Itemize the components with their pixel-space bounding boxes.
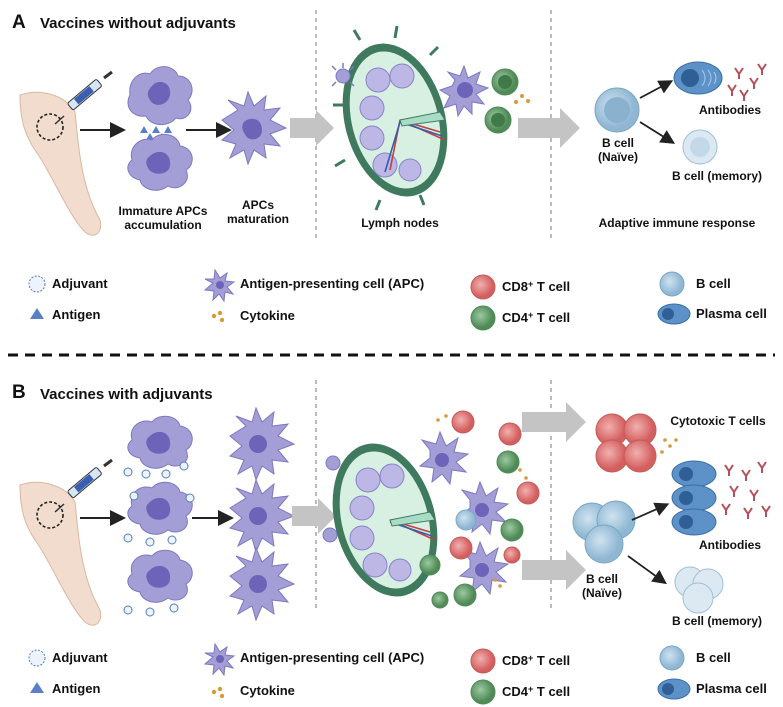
cytokine-dots-b xyxy=(436,414,528,588)
b-cells-memory-b xyxy=(674,566,724,614)
immature-apc-cell xyxy=(127,133,193,191)
b-cell-legend-icon xyxy=(659,271,685,297)
adjuvant-particles-b xyxy=(123,461,195,617)
mature-apc-cell xyxy=(228,546,296,622)
gray-arrow-b2 xyxy=(522,402,586,442)
cytokine-dots-a xyxy=(514,94,530,104)
antigen-icon xyxy=(30,682,44,693)
legend-cd8: CD8+ T cell xyxy=(502,279,571,294)
arrow-b4 xyxy=(627,555,667,585)
cd4-legend-icon xyxy=(470,305,496,331)
adjuvant-icon xyxy=(28,275,46,293)
legend-b-cell: B cell xyxy=(696,650,731,665)
legend-adjuvant: Adjuvant xyxy=(52,650,108,665)
label-antibodies-b: Antibodies xyxy=(699,538,761,552)
cytokine-icon xyxy=(211,686,225,699)
lymph-node-a xyxy=(333,25,448,211)
lymph-node-b xyxy=(332,443,438,597)
gray-arrow-a2 xyxy=(518,108,580,148)
legend-cytokine: Cytokine xyxy=(240,683,295,698)
b-cell-legend-icon xyxy=(659,645,685,671)
label-b-cell-naive-a: B cell(Naïve) xyxy=(597,136,638,164)
panel-b-letter: B xyxy=(12,382,26,403)
plasma-cell-legend-icon xyxy=(657,678,691,700)
apc-legend-icon xyxy=(203,268,236,303)
legend-cd8: CD8+ T cell xyxy=(502,653,571,668)
apc-at-node-a xyxy=(438,64,490,118)
adjuvant-icon xyxy=(28,649,46,667)
arrow-b3 xyxy=(631,502,670,521)
apc-small xyxy=(331,63,355,87)
mature-apc-cell xyxy=(220,90,288,166)
apc-cluster-b xyxy=(418,430,510,596)
label-b-cell-memory-b: B cell (memory) xyxy=(671,614,763,628)
legend-apc: Antigen-presenting cell (APC) xyxy=(240,276,425,291)
plasma-cell-legend-icon xyxy=(657,303,691,325)
mature-apc-cell xyxy=(228,406,296,482)
panel-a-letter: A xyxy=(12,12,26,33)
label-antibodies-a: Antibodies xyxy=(699,103,761,117)
legend-adjuvant: Adjuvant xyxy=(52,276,108,291)
legend-antigen: Antigen xyxy=(52,681,101,696)
gray-arrow-b1 xyxy=(292,498,336,534)
b-cells-naive-b xyxy=(572,500,636,564)
mature-apc-cell xyxy=(228,478,296,554)
label-adaptive-response: Adaptive immune response xyxy=(598,216,756,230)
label-cytotoxic-t: Cytotoxic T cells xyxy=(670,414,766,428)
cd8-legend-icon xyxy=(470,274,496,300)
label-b-cell-memory-a: B cell (memory) xyxy=(671,169,763,183)
apc-small xyxy=(322,455,341,543)
cd4-nucleus xyxy=(498,75,512,89)
legend-cytokine: Cytokine xyxy=(240,308,295,323)
apc-legend-icon xyxy=(203,642,236,677)
panel-a-title: Vaccines without adjuvants xyxy=(40,15,236,32)
gray-arrow-a1 xyxy=(290,110,334,146)
cytokine-dots-b2 xyxy=(660,438,678,454)
cytotoxic-t-cluster xyxy=(595,413,657,473)
antigen-icon xyxy=(30,308,44,319)
legend-plasma-cell: Plasma cell xyxy=(696,681,767,696)
arrow-a4 xyxy=(639,121,676,144)
cytokine-icon xyxy=(211,310,225,323)
arrow-a3 xyxy=(639,80,674,99)
legend-plasma-cell: Plasma cell xyxy=(696,306,767,321)
legend-cd4: CD4+ T cell xyxy=(502,684,571,699)
plasma-cells-b xyxy=(671,460,717,536)
label-b-cell-naive-b: B cell(Naïve) xyxy=(581,572,622,600)
legend-antigen: Antigen xyxy=(52,307,101,322)
immature-apc-cell xyxy=(127,549,193,603)
antibodies-a xyxy=(727,63,767,101)
b-cell-nucleus xyxy=(690,137,710,157)
b-cell-nucleus xyxy=(604,97,630,123)
plasma-cell-a xyxy=(673,61,723,95)
syringe-icon xyxy=(54,70,113,125)
immature-apc-cell xyxy=(127,66,193,125)
cd4-nucleus xyxy=(491,113,505,127)
cd8-legend-icon xyxy=(470,648,496,674)
antibodies-b xyxy=(721,461,771,519)
t-cells-b xyxy=(419,410,540,609)
panel-b-title: Vaccines with adjuvants xyxy=(40,386,213,403)
arm-illustration-b xyxy=(19,481,102,626)
syringe-icon xyxy=(54,458,113,513)
cd4-legend-icon xyxy=(470,679,496,705)
arm-illustration-a xyxy=(19,91,102,236)
label-lymph-nodes: Lymph nodes xyxy=(361,216,439,230)
legend-cd4: CD4+ T cell xyxy=(502,310,571,325)
immature-apc-cell xyxy=(127,481,193,535)
gray-arrow-b3 xyxy=(522,550,586,590)
legend-apc: Antigen-presenting cell (APC) xyxy=(240,650,425,665)
immature-apc-cell xyxy=(127,415,193,469)
legend-b-cell: B cell xyxy=(696,276,731,291)
